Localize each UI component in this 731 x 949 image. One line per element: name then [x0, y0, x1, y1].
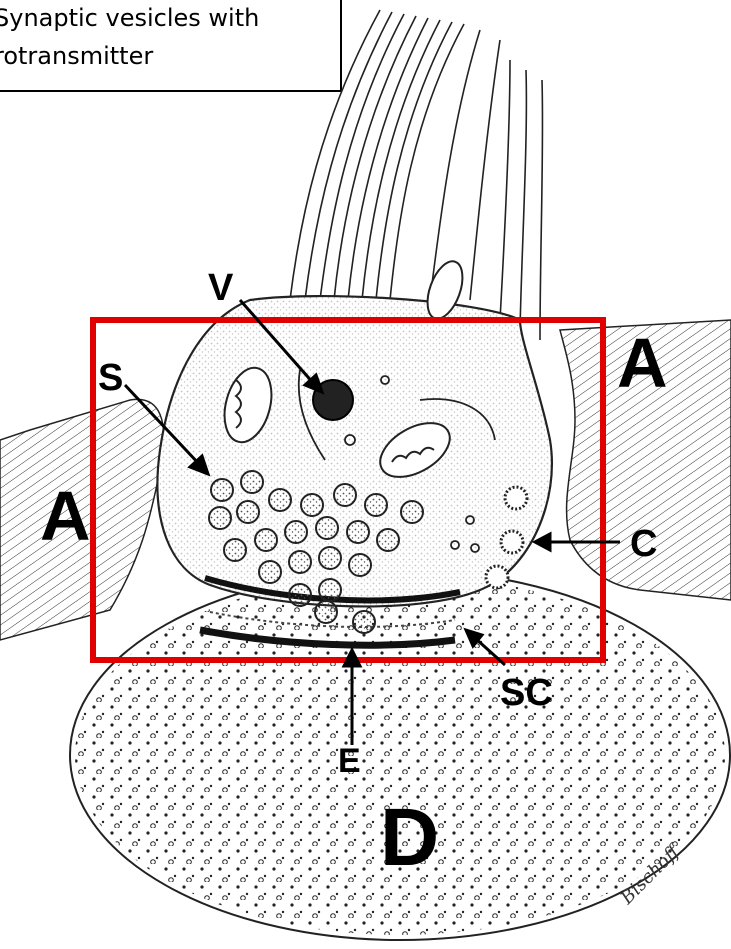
- label-V: V: [208, 267, 234, 309]
- label-C: C: [630, 523, 657, 565]
- label-S: S: [98, 357, 123, 399]
- axon-fibers: [290, 10, 543, 340]
- label-E: E: [338, 742, 361, 780]
- label-A-left: A: [40, 477, 91, 555]
- label-A-right: A: [617, 324, 668, 402]
- label-D: D: [380, 792, 439, 883]
- label-SC: SC: [500, 672, 553, 714]
